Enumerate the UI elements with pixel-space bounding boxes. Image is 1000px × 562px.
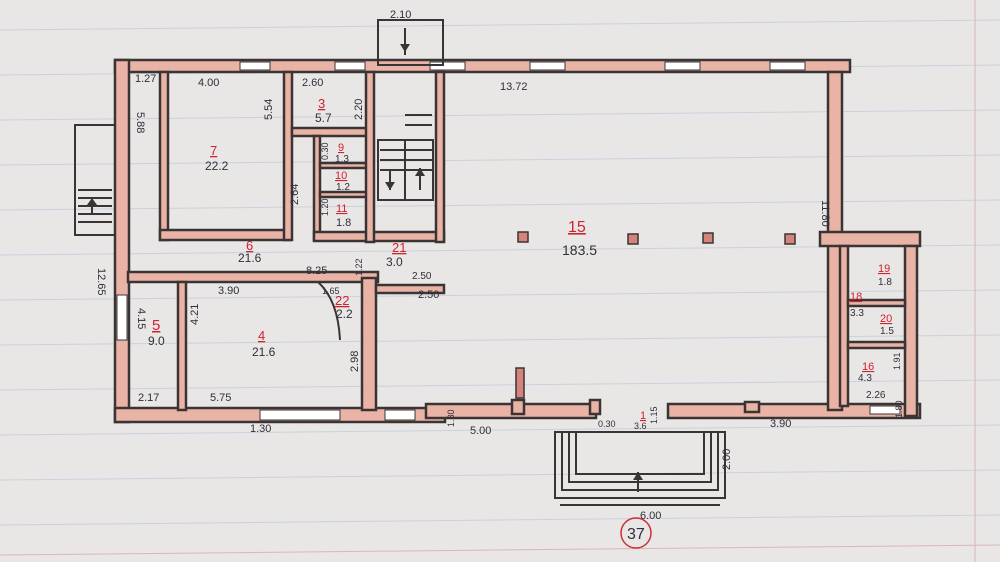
dim-r10-gap: 1.20 (320, 198, 330, 216)
dim-r16-w: 2.26 (866, 390, 886, 401)
dim-r4-width: 3.90 (218, 285, 239, 297)
dim-left-upper: 5.88 (134, 112, 146, 133)
svg-text:20: 20 (880, 313, 892, 325)
svg-text:4.3: 4.3 (858, 373, 872, 384)
dim-right-small: 1.80 (894, 400, 904, 418)
door-arc (317, 281, 341, 341)
dim-r1-a: 0.30 (598, 419, 616, 429)
room-21: 213.0 (386, 240, 406, 269)
svg-text:11: 11 (336, 203, 347, 215)
room-9: 91.3 (335, 142, 349, 165)
room-11: 111.8 (336, 203, 351, 229)
svg-text:15: 15 (568, 219, 586, 236)
dim-r3-height: 2.20 (353, 99, 365, 120)
dim-top-main: 13.72 (500, 81, 528, 93)
dim-r7-height: 5.54 (263, 99, 275, 120)
room-19: 191.8 (878, 263, 892, 288)
dim-r4-bottom: 5.75 (210, 392, 231, 404)
svg-text:1: 1 (640, 410, 646, 422)
svg-text:1.2: 1.2 (336, 182, 350, 193)
dim-corr-length: 8.25 (306, 265, 327, 277)
room-22: 222.2 (335, 293, 353, 321)
dim-r6-height: 2.64 (289, 184, 301, 205)
svg-text:5: 5 (152, 317, 160, 334)
dim-r22: 1.65 (322, 286, 340, 296)
room-3: 35.7 (315, 96, 332, 125)
dim-partition: 2.98 (349, 351, 361, 372)
dim-r21-w2: 2.50 (418, 289, 439, 301)
dim-r21-h: 1.22 (354, 258, 364, 276)
dim-r5-width: 2.17 (138, 392, 159, 404)
dim-r21-w: 2.50 (412, 271, 432, 282)
page-number-badge: 37 (620, 517, 652, 549)
dim-bot-small1: 1.80 (446, 409, 456, 427)
svg-text:21: 21 (392, 240, 406, 255)
svg-text:183.5: 183.5 (562, 242, 597, 258)
porch-steps (554, 431, 726, 506)
dim-bottom-right: 3.90 (770, 418, 791, 430)
room-4: 421.6 (252, 328, 276, 359)
interior-walls (126, 70, 907, 416)
svg-text:19: 19 (878, 263, 890, 275)
svg-text:1.5: 1.5 (880, 326, 894, 337)
room-labels: 722.2 35.7 91.3 101.2 111.8 621.6 213.0 … (148, 96, 894, 431)
svg-text:1.8: 1.8 (878, 277, 892, 288)
dim-bottom-left: 1.30 (250, 423, 271, 435)
dim-r16-h: 1.91 (892, 352, 902, 370)
left-stairs (74, 124, 116, 236)
svg-text:4: 4 (258, 328, 265, 343)
dim-r5-height: 4.15 (135, 308, 147, 329)
room-5: 59.0 (148, 317, 165, 348)
dim-r4-height: 4.21 (189, 304, 201, 325)
svg-text:3.3: 3.3 (850, 308, 864, 319)
svg-text:3.6: 3.6 (634, 421, 647, 431)
dim-bottom-mid: 5.00 (470, 425, 491, 437)
room-16: 164.3 (858, 361, 874, 384)
dim-r3-width: 2.60 (302, 77, 323, 89)
inner-stair (377, 114, 434, 201)
dim-right-main: 11.80 (819, 200, 831, 227)
dim-left-total: 12.65 (95, 268, 107, 296)
dim-r1-b: 1.15 (649, 406, 659, 424)
room-15: 15 183.5 (562, 219, 597, 258)
svg-text:5.7: 5.7 (315, 111, 332, 125)
svg-text:21.6: 21.6 (252, 345, 276, 359)
svg-text:10: 10 (335, 170, 347, 182)
dim-top-entry: 2.10 (390, 9, 411, 21)
dim-top-left: 1.27 (135, 73, 156, 85)
room-20: 201.5 (880, 313, 894, 337)
svg-text:21.6: 21.6 (238, 251, 262, 265)
svg-text:9.0: 9.0 (148, 334, 165, 348)
svg-text:9: 9 (338, 142, 344, 154)
svg-text:3.0: 3.0 (386, 255, 403, 269)
svg-text:2.2: 2.2 (336, 307, 353, 321)
dim-r8-gap: 0.30 (320, 142, 330, 160)
room-7: 722.2 (205, 143, 229, 173)
svg-text:18: 18 (850, 291, 862, 303)
dimension-labels: 2.10 1.27 4.00 2.60 13.72 5.88 5.54 2.20… (95, 9, 904, 522)
room-6: 621.6 (238, 238, 262, 265)
svg-text:7: 7 (210, 143, 217, 158)
top-entry (377, 19, 444, 66)
page-number: 37 (627, 526, 645, 543)
columns (515, 231, 796, 399)
dim-r7-width: 4.00 (198, 77, 219, 89)
svg-text:1.8: 1.8 (336, 217, 351, 229)
svg-text:22: 22 (335, 293, 349, 308)
windows (116, 61, 901, 421)
room-10: 101.2 (335, 170, 350, 193)
svg-text:16: 16 (862, 361, 874, 373)
svg-text:6: 6 (246, 238, 253, 253)
room-18: 183.3 (850, 291, 864, 319)
dim-porch-depth: 2.00 (721, 449, 733, 470)
svg-text:22.2: 22.2 (205, 159, 229, 173)
dim-porch-width: 6.00 (640, 510, 661, 522)
svg-text:1.3: 1.3 (335, 154, 349, 165)
svg-text:3: 3 (318, 96, 325, 111)
room-1: 13.6 (634, 410, 647, 431)
